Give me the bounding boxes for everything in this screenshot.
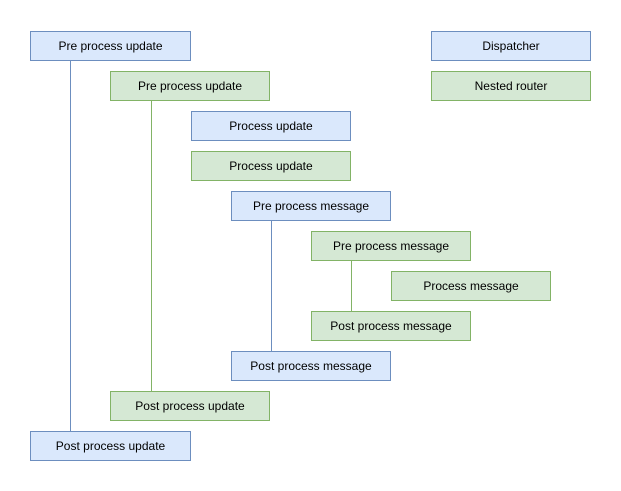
legend-item-router[interactable]: Nested router xyxy=(431,71,591,101)
step-node[interactable]: Pre process message xyxy=(231,191,391,221)
connector-message-router-span xyxy=(351,260,352,311)
connector-update-dispatcher-span xyxy=(70,60,71,431)
step-node[interactable]: Process update xyxy=(191,111,351,141)
step-node[interactable]: Post process update xyxy=(110,391,270,421)
step-node[interactable]: Post process update xyxy=(30,431,191,461)
step-node[interactable]: Pre process message xyxy=(311,231,471,261)
step-node[interactable]: Process update xyxy=(191,151,351,181)
step-node[interactable]: Pre process update xyxy=(30,31,191,61)
step-node[interactable]: Pre process update xyxy=(110,71,270,101)
step-node[interactable]: Post process message xyxy=(311,311,471,341)
step-node[interactable]: Process message xyxy=(391,271,551,301)
connector-message-dispatcher-span xyxy=(271,220,272,351)
step-node[interactable]: Post process message xyxy=(231,351,391,381)
legend-item-dispatcher[interactable]: Dispatcher xyxy=(431,31,591,61)
connector-update-router-span xyxy=(151,100,152,391)
